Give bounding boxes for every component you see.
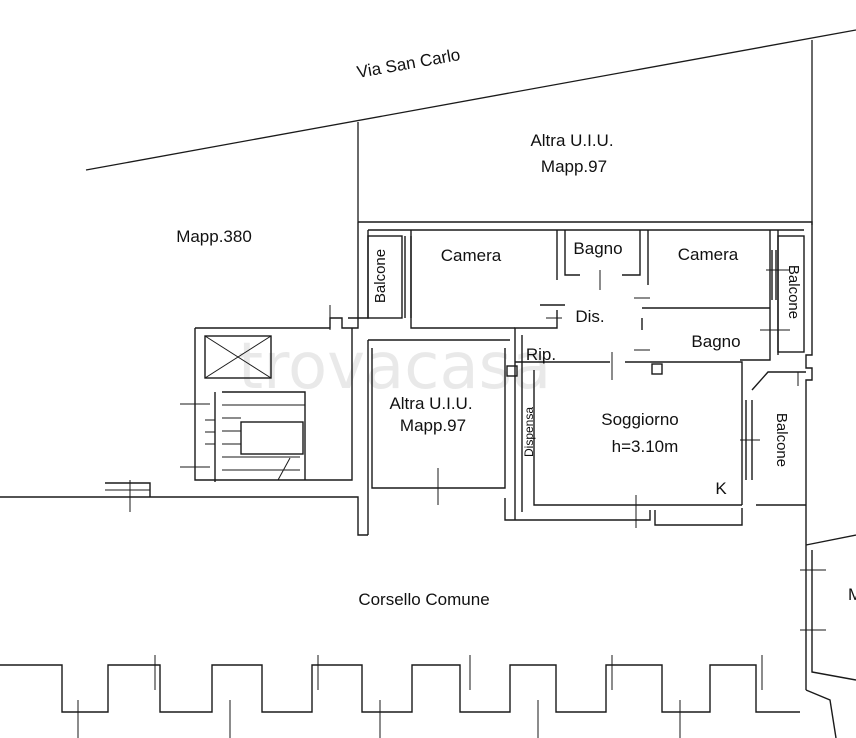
soggiorno-label: Soggiorno <box>601 410 679 429</box>
soggiorno-height-label: h=3.10m <box>612 437 679 456</box>
bagno-top-label: Bagno <box>573 239 622 258</box>
street-boundary-line <box>85 29 856 171</box>
corridor-label: Corsello Comune <box>358 590 489 609</box>
camera-right-label: Camera <box>678 245 739 264</box>
neighbor-top-line1: Altra U.I.U. <box>530 131 613 150</box>
camera-left-label: Camera <box>441 246 502 265</box>
balcone-left-label: Balcone <box>372 249 389 303</box>
neighbor-center-line2: Mapp.97 <box>400 416 466 435</box>
rip-label: Rip. <box>526 345 556 364</box>
balcone-right-top-label: Balcone <box>785 265 802 319</box>
wall-ticks <box>129 269 826 631</box>
kitchen-mark: K <box>715 479 727 498</box>
dispensa-label: Dispensa <box>522 407 536 457</box>
neighbor-center-line1: Altra U.I.U. <box>389 394 472 413</box>
interior-walls <box>367 230 806 535</box>
bagno-right-label: Bagno <box>691 332 740 351</box>
bottom-boundary <box>0 655 800 738</box>
balcone-right-bottom-label: Balcone <box>773 413 790 467</box>
edge-letter: M <box>848 585 856 604</box>
dis-label: Dis. <box>575 307 604 326</box>
neighbor-top-line2: Mapp.97 <box>541 157 607 176</box>
right-edge <box>805 534 856 738</box>
watermark: trovacasa <box>238 330 551 404</box>
neighbor-left-label: Mapp.380 <box>176 227 252 246</box>
street-label: Via San Carlo <box>355 45 461 82</box>
